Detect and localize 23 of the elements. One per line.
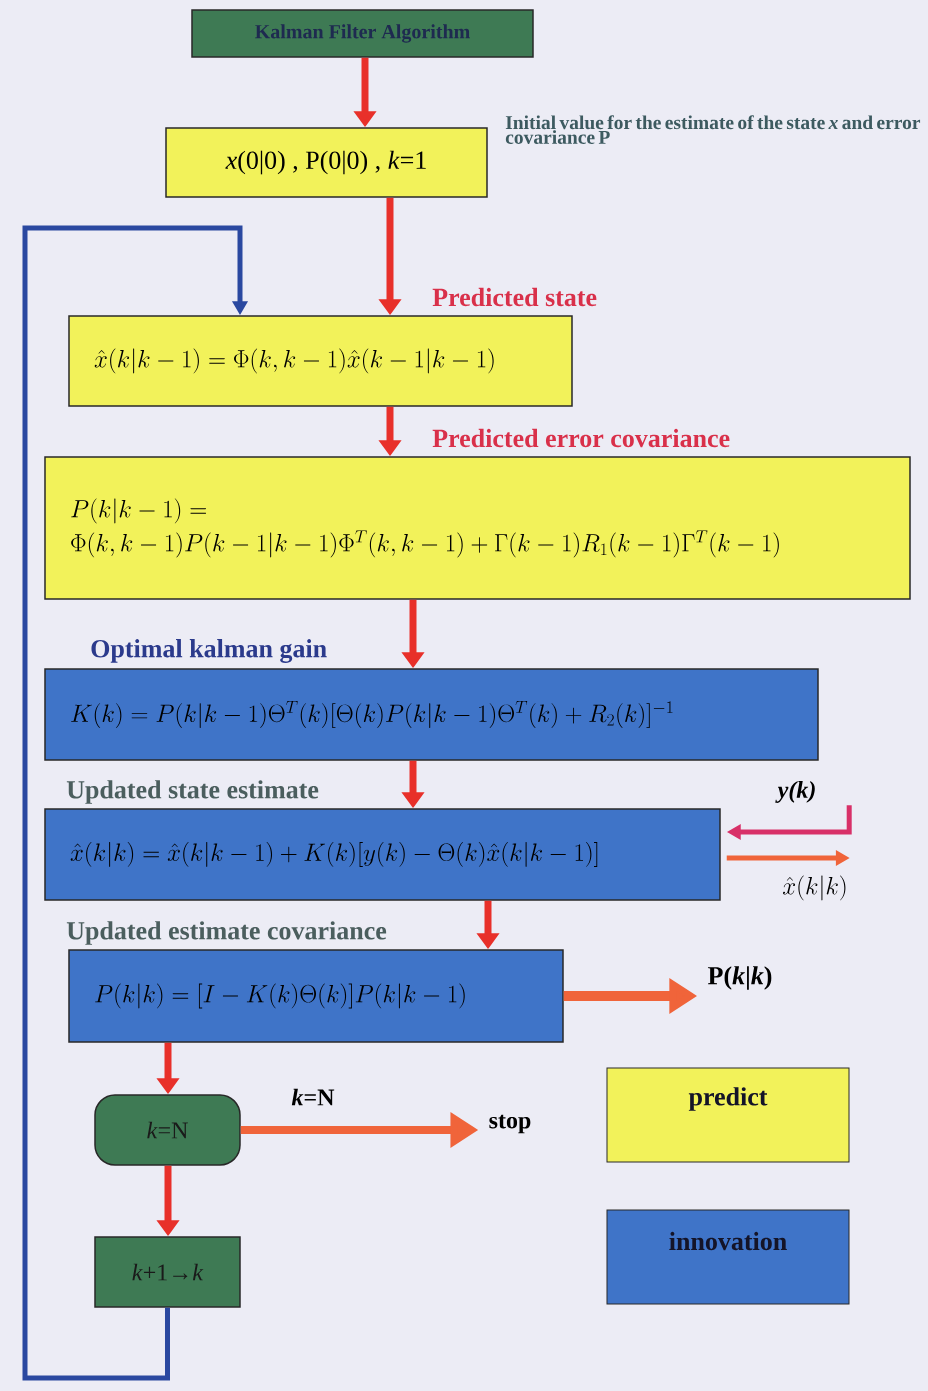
legend-label: innovation bbox=[669, 1231, 787, 1251]
step-heading: Updated estimate covariance bbox=[66, 921, 387, 945]
output-text: y(k) bbox=[775, 781, 815, 803]
arrow bbox=[22, 225, 249, 1381]
step-heading: Predicted error covariance bbox=[432, 428, 730, 448]
process-box: $K(k)=P(k|k-1)\Theta^{T}(k)[\Theta(k)P(k|k-1)\Theta^{T}(k)+R_{2}(k)]^{-1}$ bbox=[44, 668, 819, 761]
legend-label: predict bbox=[688, 1087, 768, 1111]
note-text: Initial value for the estimate of the state x and error covariance P bbox=[505, 115, 921, 144]
step-heading: Optimal kalman gain bbox=[91, 639, 327, 663]
output-text: stop bbox=[489, 1114, 531, 1134]
process-box: $P(k|k)=[I-K(k)\Theta(k)]P(k|k-1)$ bbox=[68, 949, 564, 1043]
process-box: x(0|0) , P(0|0) , k=1 bbox=[165, 127, 488, 198]
process-box: $\hat{x}(k|k-1)=\Phi(k,k-1)\hat{x}(k-1|k-1)$ bbox=[68, 315, 573, 407]
output-text: $\hat{x}(k|k)$ bbox=[783, 875, 846, 901]
process-box: $P(k|k-1)=$ $\Phi(k,k-1)P(k-1|k-1)\Phi^{T}(k,k-1)+\Gamma(k-1)R_{1}(k-1)\Gamma^{T}(k-1)$ bbox=[44, 456, 911, 600]
process-box: Kalman Filter Algorithm bbox=[191, 9, 534, 58]
process-box: k+1→k bbox=[94, 1236, 241, 1308]
process-box: $\hat{x}(k|k)=\hat{x}(k|k-1)+K(k)[y(k)-\Theta(k)\hat{x}(k|k-1)]$ bbox=[44, 808, 721, 901]
step-heading: Updated state estimate bbox=[66, 780, 319, 804]
output-text: P(k|k) bbox=[708, 966, 772, 990]
decision-box: k=N bbox=[94, 1094, 241, 1166]
edge-label: k=N bbox=[291, 1088, 335, 1106]
step-heading: Predicted state bbox=[432, 287, 597, 307]
